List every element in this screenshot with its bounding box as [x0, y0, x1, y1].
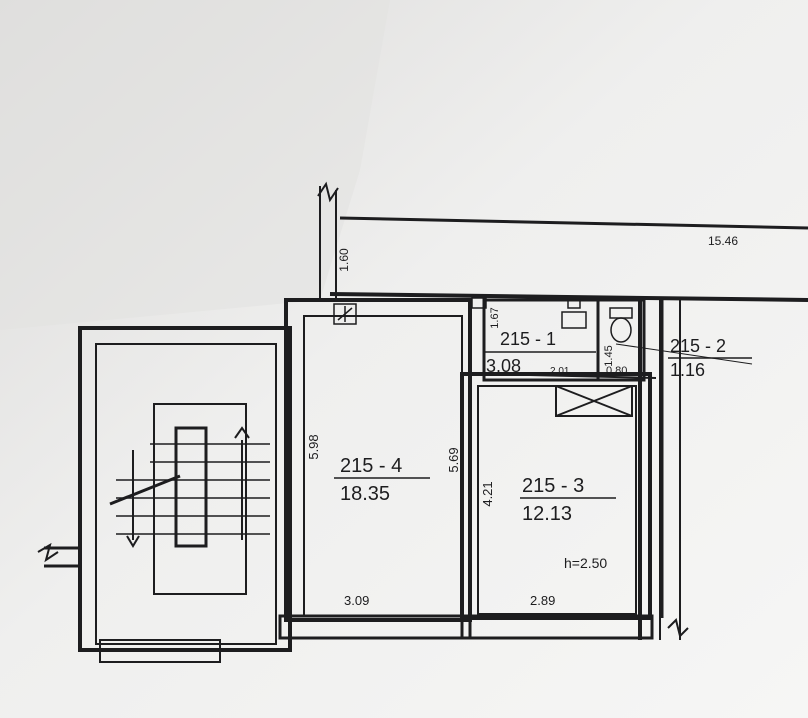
toilet-icon	[609, 307, 633, 343]
vent-shaft-icon	[555, 385, 633, 417]
stair-arrow-icon	[126, 426, 250, 548]
room-215-4-area: 18.35	[340, 483, 390, 505]
room-215-1-area: 3.08	[486, 356, 521, 376]
paper-fold-shadow	[0, 0, 390, 330]
sink-icon	[561, 299, 587, 329]
room1-width: 2.01	[550, 366, 570, 377]
room-215-3-area: 12.13	[522, 503, 572, 525]
wc-width: 0.80	[606, 365, 627, 377]
room-215-4-id: 215 - 4	[340, 455, 402, 477]
room3-width: 2.89	[530, 593, 555, 608]
room4-length-left: 5.98	[306, 434, 321, 459]
corridor	[319, 186, 808, 302]
vent-grille-icon	[471, 297, 487, 309]
room3-length: 4.21	[480, 481, 495, 506]
room-215-3-id: 215 - 3	[522, 475, 584, 497]
corridor-depth-label: 1.60	[337, 248, 351, 272]
room-215-2	[596, 298, 646, 382]
ceiling-height: h=2.50	[564, 555, 607, 571]
room1-depth: 1.67	[489, 307, 501, 328]
meter-icon	[333, 303, 357, 325]
wc-depth: 1.45	[603, 345, 615, 366]
stairwell	[44, 326, 292, 663]
room-215-2-id: 215 - 2	[670, 336, 726, 356]
room-215-1-id: 215 - 1	[500, 329, 556, 349]
right-wall	[660, 300, 681, 640]
room-215-2-area: 1.16	[670, 360, 705, 380]
room4-length-right: 5.69	[446, 447, 461, 472]
room4-width: 3.09	[344, 593, 369, 608]
overall-width-label: 15.46	[708, 234, 738, 248]
wc-leader-line	[615, 343, 753, 365]
